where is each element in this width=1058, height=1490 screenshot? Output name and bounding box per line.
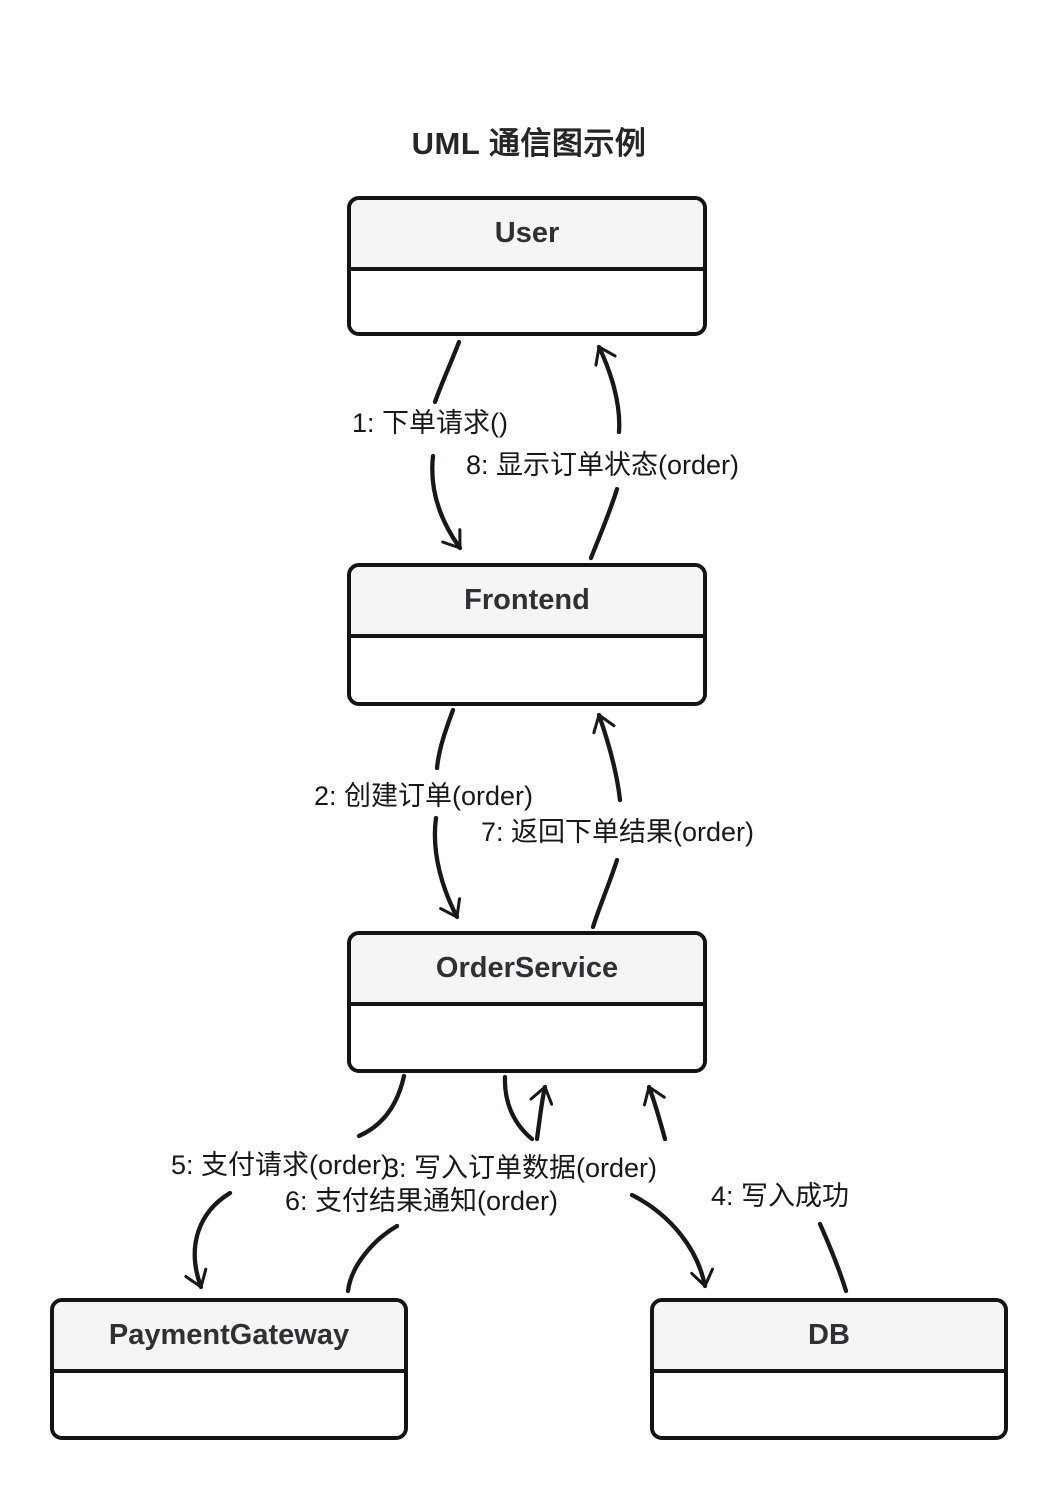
node-orderservice-header: OrderService bbox=[351, 935, 703, 1006]
message-4-label: 4: 写入成功 bbox=[711, 1181, 850, 1211]
message-5-arrow-head bbox=[195, 1190, 233, 1290]
message-2-arrow-head bbox=[432, 815, 457, 920]
node-user: User bbox=[347, 196, 707, 336]
message-6-label: 6: 支付结果通知(order) bbox=[285, 1186, 559, 1216]
message-5-arrow-start bbox=[356, 1073, 407, 1139]
node-user-body bbox=[351, 271, 703, 332]
node-db: DB bbox=[650, 1298, 1008, 1440]
message-4-arrow-head bbox=[649, 1084, 668, 1142]
node-orderservice-title: OrderService bbox=[435, 952, 619, 984]
node-frontend-body bbox=[351, 638, 703, 702]
message-6-arrow-start bbox=[345, 1223, 400, 1294]
node-db-header: DB bbox=[654, 1302, 1004, 1373]
message-1-arrow-head bbox=[430, 453, 463, 551]
message-7-arrow-start bbox=[590, 857, 620, 930]
diagram-title: UML 通信图示例 bbox=[411, 126, 647, 161]
node-paymentgateway-title: PaymentGateway bbox=[108, 1319, 350, 1351]
message-3-arrow-start bbox=[502, 1074, 535, 1142]
node-db-body bbox=[654, 1373, 1004, 1436]
message-8-label: 8: 显示订单状态(order) bbox=[466, 450, 740, 480]
node-paymentgateway: PaymentGateway bbox=[50, 1298, 408, 1440]
message-6-arrow-head bbox=[537, 1084, 545, 1142]
node-db-title: DB bbox=[808, 1319, 850, 1351]
message-8-arrow-head bbox=[599, 344, 622, 435]
node-paymentgateway-body bbox=[54, 1373, 404, 1436]
message-4-arrow-start bbox=[817, 1221, 849, 1294]
node-user-header: User bbox=[351, 200, 703, 271]
message-7-arrow-head bbox=[599, 712, 623, 803]
node-orderservice-body bbox=[351, 1006, 703, 1069]
node-orderservice: OrderService bbox=[347, 931, 707, 1073]
node-frontend-title: Frontend bbox=[464, 584, 590, 616]
message-2-arrow-start bbox=[434, 707, 456, 771]
message-1-label: 1: 下单请求() bbox=[352, 408, 509, 438]
message-3-arrow-head bbox=[629, 1192, 705, 1289]
message-3-label: 3: 写入订单数据(order) bbox=[384, 1153, 658, 1183]
node-frontend-header: Frontend bbox=[351, 567, 703, 638]
node-paymentgateway-header: PaymentGateway bbox=[54, 1302, 404, 1373]
node-frontend: Frontend bbox=[347, 563, 707, 706]
message-1-arrow-start bbox=[432, 339, 462, 405]
node-user-title: User bbox=[494, 217, 560, 249]
message-8-arrow-start bbox=[588, 486, 620, 561]
message-5-label: 5: 支付请求(order) bbox=[171, 1150, 391, 1180]
message-7-label: 7: 返回下单结果(order) bbox=[481, 817, 755, 847]
message-2-label: 2: 创建订单(order) bbox=[314, 781, 534, 811]
